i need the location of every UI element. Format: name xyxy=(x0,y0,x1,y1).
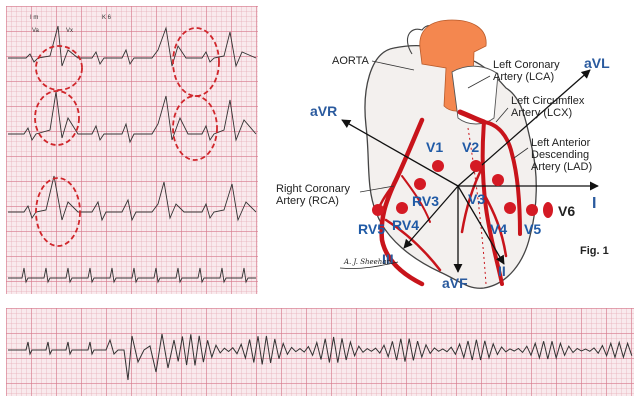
avf-axis-label: aVF xyxy=(442,275,468,291)
ecg-trace-row-3 xyxy=(8,175,257,222)
lad-branch xyxy=(482,192,508,258)
v6-electrode xyxy=(543,202,553,218)
ecg-trace-row-4 xyxy=(8,267,256,284)
v4-electrode xyxy=(504,202,516,214)
rca-branch xyxy=(401,175,431,223)
aorta-label: AORTA xyxy=(332,55,370,67)
rv5-label: RV5 xyxy=(358,221,385,237)
artist-signature: A. J. Sheehan xyxy=(339,258,399,269)
rca-branch xyxy=(384,218,442,272)
st-elevation-highlight xyxy=(35,177,81,247)
lcx-label-line-2: Artery (LCX) xyxy=(511,107,572,119)
v1-label: V1 xyxy=(426,139,443,155)
rhythm-strip-trace-svg xyxy=(8,333,633,381)
rca-artery xyxy=(379,117,425,287)
septum-dotted-line xyxy=(467,127,487,285)
signature-text: A. J. Sheehan xyxy=(343,258,391,266)
v5-label: V5 xyxy=(524,221,541,237)
v4-label: V4 xyxy=(490,221,507,237)
rv4-electrode xyxy=(396,202,408,214)
ecg-lead-mark: Vx xyxy=(66,28,73,34)
st-elevation-highlight xyxy=(172,27,220,97)
ecg-lead-mark: Va xyxy=(32,28,40,34)
lad-label-line-2: Descending xyxy=(531,149,589,161)
ecg-header-mark: K 6 xyxy=(102,15,112,21)
rv3-label: RV3 xyxy=(412,193,439,209)
ecg-12-lead-traces: I m K 6 Va Vx xyxy=(8,15,257,284)
st-elevation-highlight xyxy=(34,90,80,146)
st-elevation-highlight xyxy=(35,45,83,91)
pulmonary-trunk xyxy=(451,65,499,125)
ecg-12-lead-panel: I m K 6 Va Vx xyxy=(6,6,258,294)
ecg-rhythm-strip xyxy=(6,308,634,396)
lca-label-line-2: Artery (LCA) xyxy=(493,71,554,83)
i-axis-label: I xyxy=(592,195,596,212)
v6-label: V6 xyxy=(558,203,575,219)
v3-electrode xyxy=(492,174,504,186)
electrode-markers xyxy=(372,160,553,218)
rv4-label: RV4 xyxy=(392,217,419,233)
coronary-arteries xyxy=(374,109,522,287)
lad-label-line-3: Artery (LAD) xyxy=(531,161,592,173)
lca-label-line-1: Left Coronary xyxy=(493,59,560,71)
ii-axis xyxy=(457,185,505,265)
lcx-artery xyxy=(482,120,522,236)
ii-axis-label: II xyxy=(498,263,506,279)
v3-label: V3 xyxy=(468,191,485,207)
lad-label-line-1: Left Anterior xyxy=(531,137,591,149)
avl-axis-label: aVL xyxy=(584,55,610,71)
avr-axis xyxy=(341,119,459,187)
v2-electrode xyxy=(470,160,482,172)
ecg-header-mark: I m xyxy=(30,15,38,21)
iii-axis-label: III xyxy=(382,251,394,267)
st-elevation-highlight xyxy=(172,95,218,161)
ecg-trace-row-2 xyxy=(8,91,257,144)
label-leader-lines xyxy=(359,60,529,193)
rv5-electrode xyxy=(372,204,384,216)
rca-label-line-2: Artery (RCA) xyxy=(276,195,339,207)
avr-axis-label: aVR xyxy=(310,103,337,119)
v2-label: V2 xyxy=(462,139,479,155)
coronary-heart-diagram: AORTA Left Coronary Artery (LCA) Left Ci… xyxy=(262,8,636,298)
v5-electrode xyxy=(526,204,538,216)
lcx-label-line-1: Left Circumflex xyxy=(511,95,585,107)
heart-illustration: AORTA Left Coronary Artery (LCA) Left Ci… xyxy=(276,19,610,291)
rv3-electrode xyxy=(414,178,426,190)
lad-branch xyxy=(460,166,484,234)
iii-axis xyxy=(403,185,459,249)
rhythm-strip-trace xyxy=(8,333,633,381)
rca-label-line-1: Right Coronary xyxy=(276,183,350,195)
v1-electrode xyxy=(432,160,444,172)
figure-label: Fig. 1 xyxy=(580,245,609,257)
